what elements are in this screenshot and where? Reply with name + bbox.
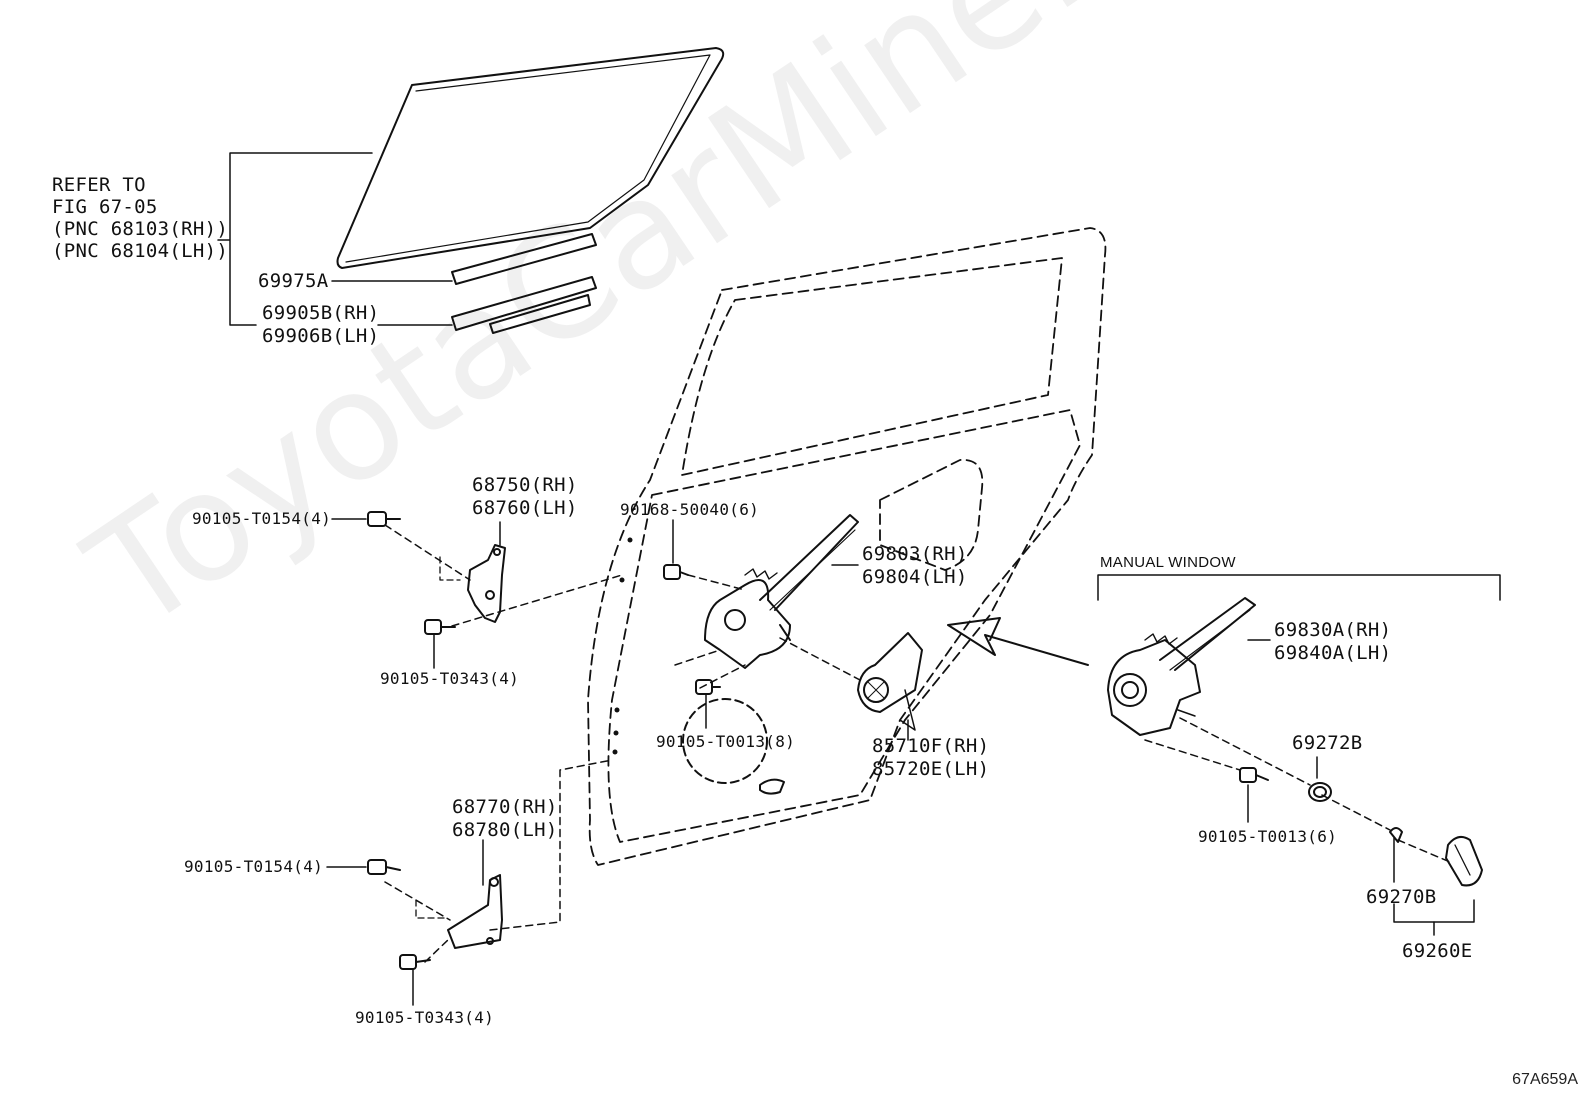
refer-note-line-4: (PNC 68104(LH)) bbox=[52, 240, 229, 262]
part-label-69830a: 69830A(RH) bbox=[1274, 619, 1392, 641]
service-hole bbox=[879, 459, 984, 571]
drain-slot bbox=[759, 778, 785, 795]
part-label-69804: 69804(LH) bbox=[862, 566, 968, 588]
glass-run-channel-69905b-lower bbox=[489, 294, 591, 334]
part-label-69905b: 69905B(RH) bbox=[262, 302, 380, 324]
spacer-ring bbox=[1308, 782, 1332, 802]
part-label-90105-t0154-lower: 90105-T0154(4) bbox=[184, 857, 324, 876]
part-label-69270b: 69270B bbox=[1366, 886, 1437, 908]
part-label-90105-t0013-6: 90105-T0013(6) bbox=[1198, 827, 1338, 846]
part-label-69975a: 69975A bbox=[258, 270, 329, 292]
direction-arrow bbox=[947, 617, 1089, 666]
door-inner-panel bbox=[607, 409, 1081, 843]
manual-window-bracket bbox=[1097, 574, 1501, 601]
glass-run-channel-69905b bbox=[451, 276, 597, 331]
regulator-rail bbox=[759, 514, 859, 611]
figure-code: 67A659A bbox=[1512, 1071, 1578, 1088]
part-label-68750: 68750(RH) bbox=[472, 474, 578, 496]
door-window-frame bbox=[681, 257, 1063, 476]
part-label-85710f: 85710F(RH) bbox=[872, 735, 990, 757]
part-label-68780: 68780(LH) bbox=[452, 819, 558, 841]
refer-bracket bbox=[217, 152, 373, 326]
part-label-85720e: 85720E(LH) bbox=[872, 758, 990, 780]
door-outer-outline bbox=[587, 227, 1107, 866]
part-label-69272b: 69272B bbox=[1292, 732, 1363, 754]
upper-hinge bbox=[467, 544, 506, 623]
part-label-90105-t0343-upper: 90105-T0343(4) bbox=[380, 669, 520, 688]
manual-regulator-rail bbox=[1159, 597, 1256, 671]
part-label-90105-t0343-lower: 90105-T0343(4) bbox=[355, 1008, 495, 1027]
door-glass-inner-edge bbox=[345, 54, 711, 263]
door-glass bbox=[336, 47, 725, 269]
retaining-clip bbox=[1389, 827, 1403, 843]
part-label-90168: 90168-50040(6) bbox=[620, 500, 760, 519]
window-crank-handle bbox=[1445, 835, 1483, 887]
refer-note-line-3: (PNC 68103(RH)) bbox=[52, 218, 229, 240]
part-label-69840a: 69840A(LH) bbox=[1274, 642, 1392, 664]
manual-regulator-body bbox=[1107, 639, 1201, 736]
regulator-sector bbox=[704, 579, 791, 669]
regulator-motor bbox=[857, 632, 923, 713]
part-label-69260e: 69260E bbox=[1402, 940, 1473, 962]
part-label-68770: 68770(RH) bbox=[452, 796, 558, 818]
refer-note-line-1: REFER TO bbox=[52, 174, 146, 196]
part-label-69803: 69803(RH) bbox=[862, 543, 968, 565]
part-label-90105-t0013-8: 90105-T0013(8) bbox=[656, 732, 796, 751]
access-hole bbox=[682, 698, 768, 784]
lower-hinge bbox=[447, 874, 503, 949]
part-label-68760: 68760(LH) bbox=[472, 497, 578, 519]
bolt-icons bbox=[367, 511, 1269, 970]
part-label-90105-t0154-upper: 90105-T0154(4) bbox=[192, 509, 332, 528]
section-title-manual-window: MANUAL WINDOW bbox=[1100, 554, 1236, 571]
refer-note-line-2: FIG 67-05 bbox=[52, 196, 158, 218]
glass-run-channel-69975a bbox=[451, 233, 597, 285]
part-label-69906b: 69906B(LH) bbox=[262, 325, 380, 347]
